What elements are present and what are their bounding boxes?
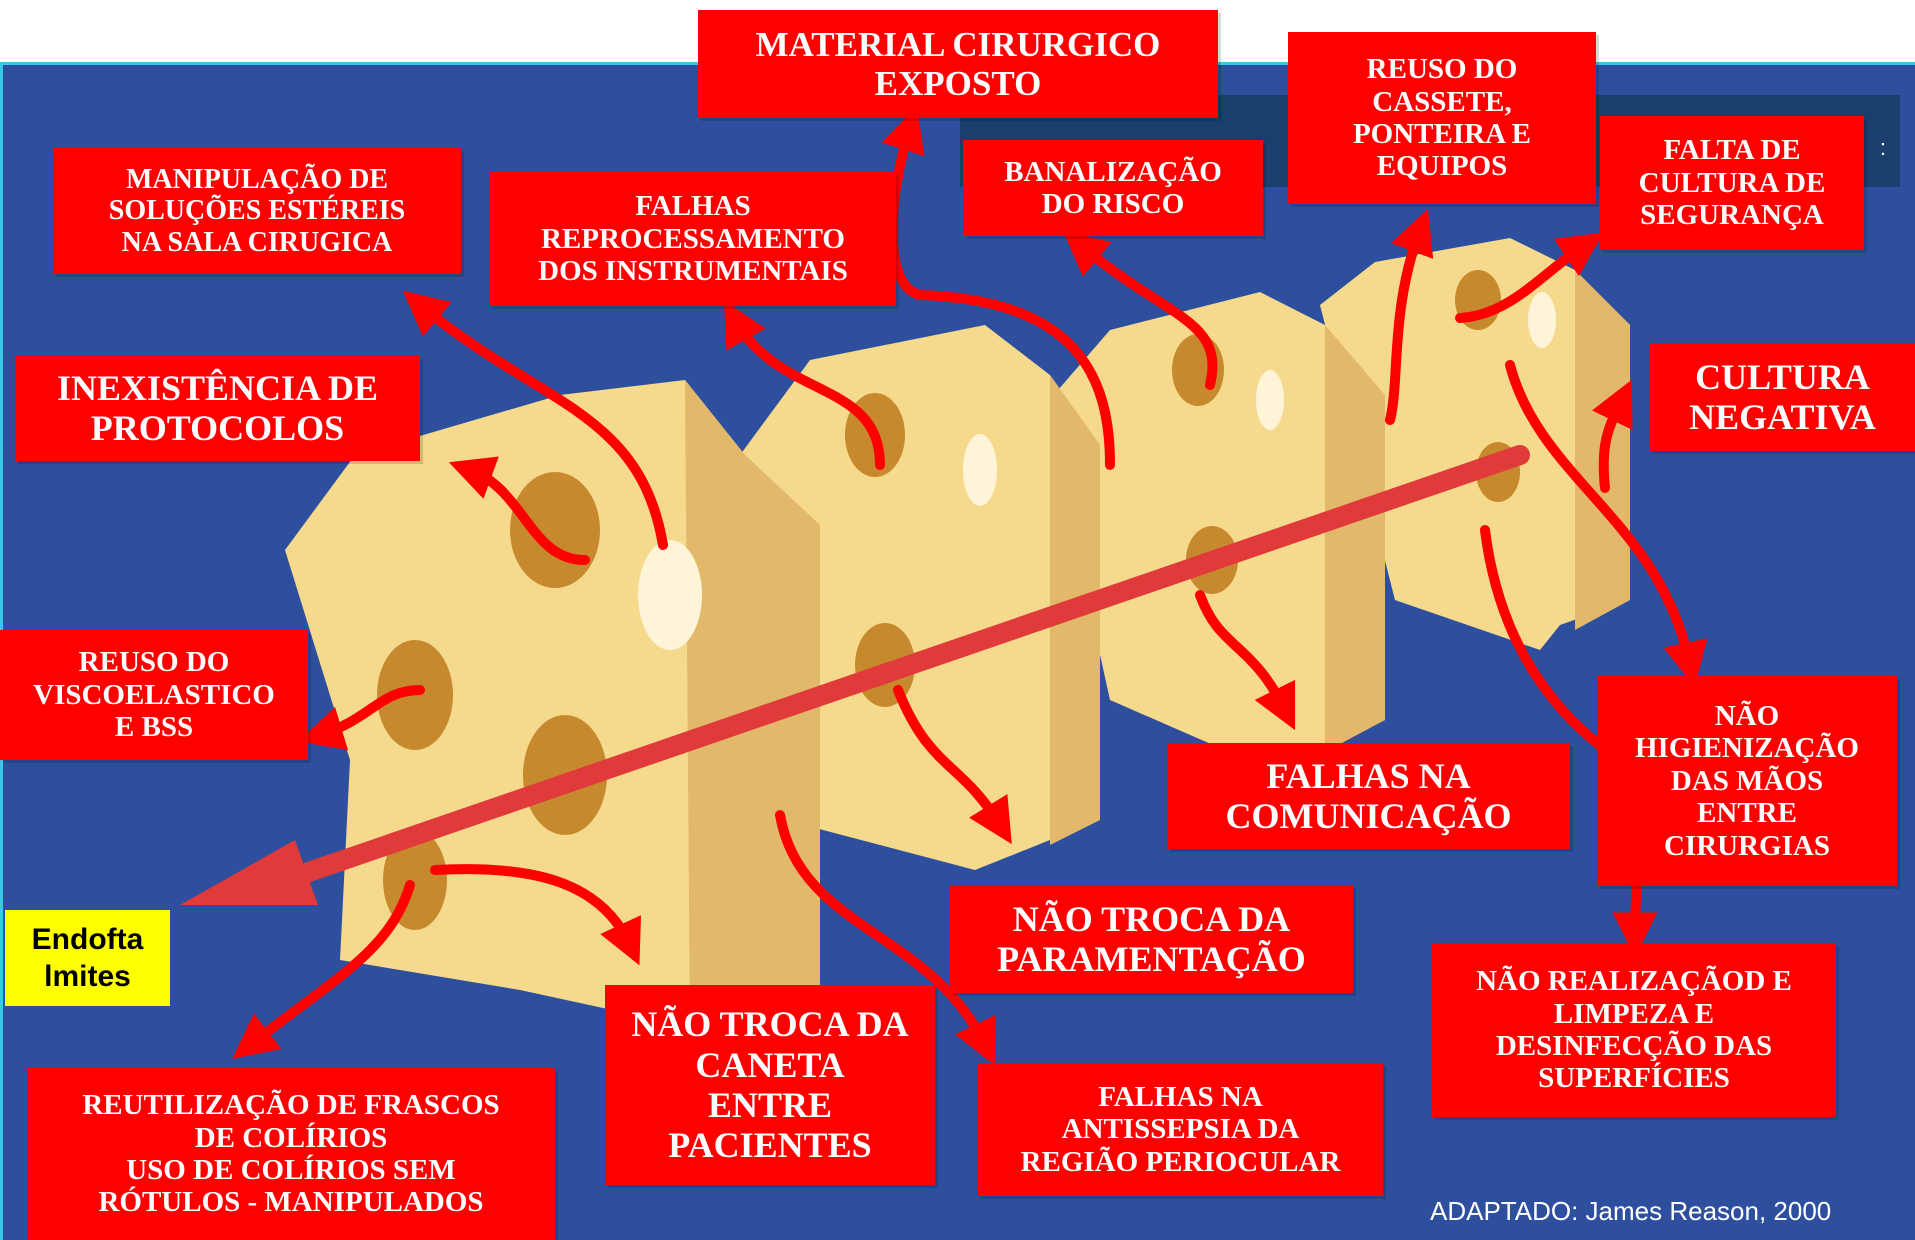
box-inexistencia-protocolos: INEXISTÊNCIA DE PROTOCOLOS — [15, 355, 420, 461]
box-falhas-antissepsia: FALHAS NA ANTISSEPSIA DA REGIÃO PERIOCUL… — [978, 1063, 1383, 1196]
endoftalmites-label: Endofta lmites — [5, 910, 170, 1006]
source-credit: ADAPTADO: James Reason, 2000 — [1430, 1196, 1831, 1227]
box-falta-cultura: FALTA DE CULTURA DE SEGURANÇA — [1600, 116, 1864, 250]
box-falhas-comunicacao: FALHAS NA COMUNICAÇÃO — [1167, 743, 1570, 849]
box-nao-troca-caneta: NÃO TROCA DA CANETA ENTRE PACIENTES — [605, 985, 935, 1185]
box-falhas-reprocessamento: FALHAS REPROCESSAMENTO DOS INSTRUMENTAIS — [490, 172, 896, 306]
box-nao-troca-paramentacao: NÃO TROCA DA PARAMENTAÇÃO — [950, 885, 1353, 993]
box-manipulacao-solucoes: MANIPULAÇÃO DE SOLUÇÕES ESTÉREIS NA SALA… — [53, 148, 461, 274]
box-banalizacao-risco: BANALIZAÇÃO DO RISCO — [963, 140, 1263, 236]
box-nao-realizacao-limpeza: NÃO REALIZAÇÃOD E LIMPEZA E DESINFECÇÃO … — [1432, 943, 1836, 1117]
box-reuso-cassete: REUSO DO CASSETE, PONTEIRA E EQUIPOS — [1288, 32, 1596, 204]
box-reuso-viscoelastico: REUSO DO VISCOELASTICO E BSS — [0, 630, 308, 760]
box-reutilizacao-frascos: REUTILIZAÇÃO DE FRASCOS DE COLÍRIOS USO … — [27, 1068, 555, 1240]
box-nao-higienizacao: NÃO HIGIENIZAÇÃO DAS MÃOS ENTRE CIRURGIA… — [1597, 676, 1897, 886]
cheese-slice-1 — [285, 380, 820, 1030]
box-material-cirurgico: MATERIAL CIRURGICO EXPOSTO — [698, 10, 1218, 118]
box-cultura-negativa: CULTURA NEGATIVA — [1650, 343, 1915, 451]
